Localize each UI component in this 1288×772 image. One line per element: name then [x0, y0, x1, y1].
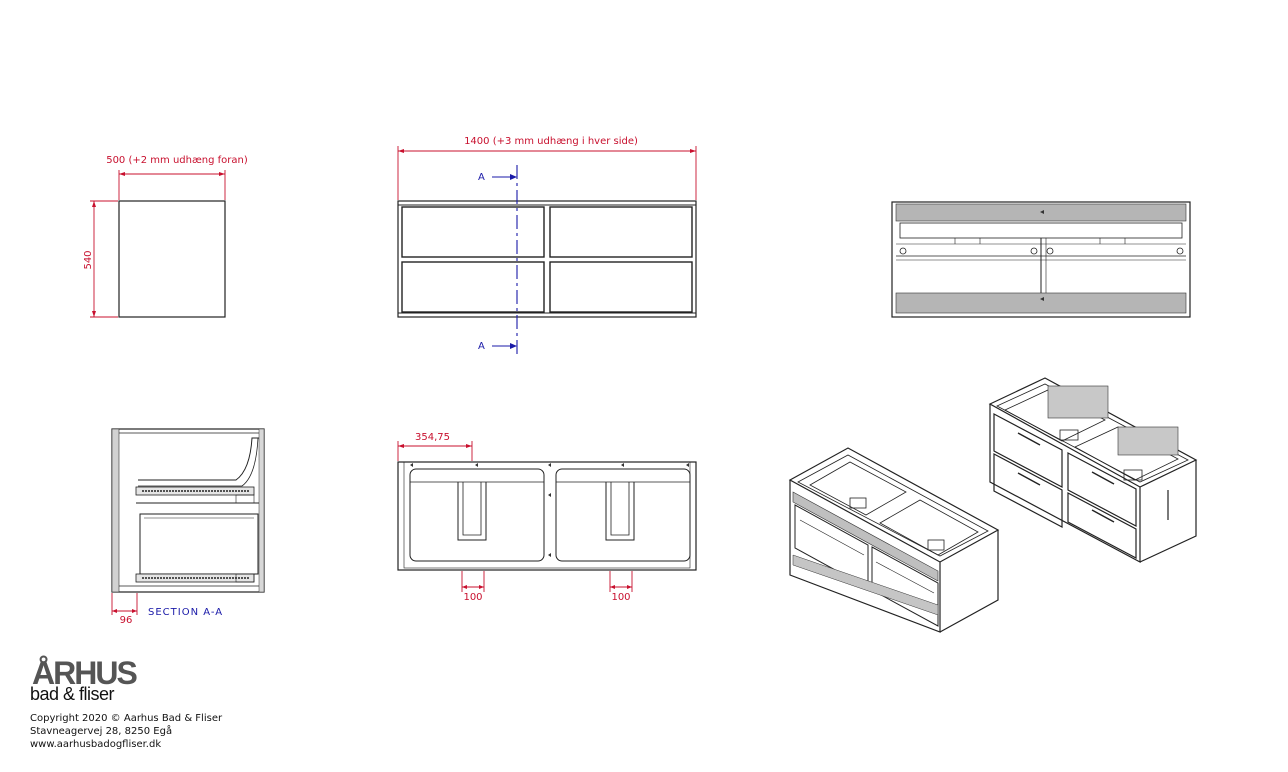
section-depth-label: 96 — [120, 615, 133, 626]
basin-top-view: 354,75 100 100 — [397, 432, 697, 603]
front-view: 1400 (+3 mm udhæng i hver side) A A — [397, 136, 697, 358]
top-view — [891, 201, 1191, 318]
side-height-label: 540 — [83, 250, 94, 269]
section-mark-bottom: A — [478, 341, 486, 352]
isometric-back-view — [988, 377, 1198, 563]
isometric-front-view — [788, 447, 1000, 633]
brand-logo: ÅRHUS bad & fliser — [30, 656, 140, 708]
logo-brand: ÅRHUS — [32, 655, 138, 691]
footer: Copyright 2020 © Aarhus Bad & Fliser Sta… — [30, 712, 222, 751]
section-view: 96 SECTION A-A — [111, 428, 265, 626]
basin-offset-label: 354,75 — [415, 432, 450, 443]
side-width-label: 500 (+2 mm udhæng foran) — [106, 155, 248, 166]
address-text: Stavneagervej 28, 8250 Egå — [30, 726, 173, 737]
section-mark-top: A — [478, 172, 486, 183]
copyright-text: Copyright 2020 © Aarhus Bad & Fliser — [30, 713, 223, 724]
front-width-label: 1400 (+3 mm udhæng i hver side) — [464, 136, 638, 147]
logo-tagline: bad & fliser — [30, 684, 115, 704]
drain-right-label: 100 — [611, 592, 630, 603]
drain-left-label: 100 — [463, 592, 482, 603]
section-title: SECTION A-A — [148, 607, 223, 618]
website-link[interactable]: www.aarhusbadogfliser.dk — [30, 739, 162, 750]
side-view: 500 (+2 mm udhæng foran) 540 — [83, 155, 248, 318]
